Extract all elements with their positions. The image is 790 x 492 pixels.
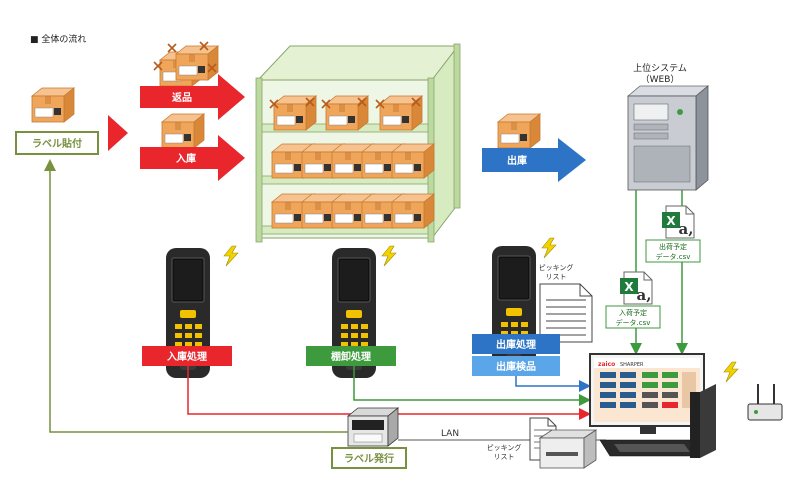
bolt-icon: [541, 237, 557, 259]
receive-arrow: [140, 135, 245, 181]
label-feedback-line: [44, 159, 348, 433]
return-label: 返品: [172, 91, 192, 104]
receive-process-badge: [142, 346, 232, 366]
return-boxes: [153, 41, 219, 87]
ship-box: [497, 113, 541, 149]
ship-inspect-badge: [472, 356, 560, 376]
ship-to-pc-line: [515, 376, 591, 392]
shelf-middle-boxes: [271, 143, 435, 179]
picking-list-paper: [539, 283, 593, 343]
label-issue-text: ラベル発行: [344, 452, 394, 465]
system-subtitle: （WEB）: [641, 74, 680, 85]
pc-stand-keyboard: [599, 384, 716, 458]
ship-plan-csv-icon: [661, 205, 695, 239]
shelf-top-boxes: [269, 95, 423, 131]
shelf-bottom-boxes: [271, 193, 435, 229]
lan-label: LAN: [441, 429, 459, 439]
ship-plan-frame: [645, 239, 701, 263]
app-screen-title: SHARPER: [620, 362, 644, 368]
inventory-process-label: 棚卸処理: [331, 350, 371, 363]
bolt-icon: [381, 245, 397, 267]
ship-arrow: [482, 138, 586, 182]
ship-plan-line1: 出荷予定: [659, 242, 687, 251]
picking-list-bottom-line2: リスト: [494, 453, 515, 461]
inventory-to-pc-line: [353, 366, 591, 406]
label-issue-frame: [331, 447, 407, 469]
ship-process-label: 出庫処理: [496, 338, 536, 351]
receive-box: [161, 113, 205, 149]
receive-to-pc-line: [187, 366, 591, 420]
ship-inspect-label: 出庫検品: [496, 360, 536, 373]
receive-label: 入庫: [176, 152, 196, 165]
ship-label: 出庫: [507, 154, 527, 167]
label-attach-text: ラベル貼付: [32, 137, 82, 150]
pc-monitor: [589, 353, 705, 427]
inventory-process-badge: [306, 346, 396, 366]
label-box-illustration: [31, 87, 75, 123]
page-heading: ■ 全体の流れ: [30, 33, 86, 45]
label-attach-frame: [15, 131, 99, 155]
receive-plan-line2: データ.csv: [616, 318, 651, 327]
label-printer: [346, 407, 400, 447]
picking-list-bottom-line1: ピッキング: [487, 443, 522, 452]
bolt-icon: [223, 245, 239, 267]
ship-process-badge: [472, 334, 560, 354]
app-brand: zaico: [598, 361, 615, 368]
flow-triangle: [108, 115, 128, 151]
bolt-icon: [723, 361, 739, 383]
system-title: 上位システム: [633, 62, 687, 74]
return-arrow: [140, 74, 245, 120]
receive-plan-csv-icon: [619, 271, 653, 305]
server-tower: [626, 85, 710, 191]
receive-plan-frame: [605, 305, 661, 329]
ship-plan-line2: データ.csv: [656, 252, 691, 261]
picking-list-top-line2: リスト: [546, 273, 567, 281]
receive-process-label: 入庫処理: [167, 350, 207, 363]
receive-plan-line1: 入荷予定: [619, 308, 647, 317]
router: [747, 384, 783, 421]
picking-list-top-line1: ピッキング: [539, 263, 574, 272]
office-printer: [538, 429, 598, 469]
